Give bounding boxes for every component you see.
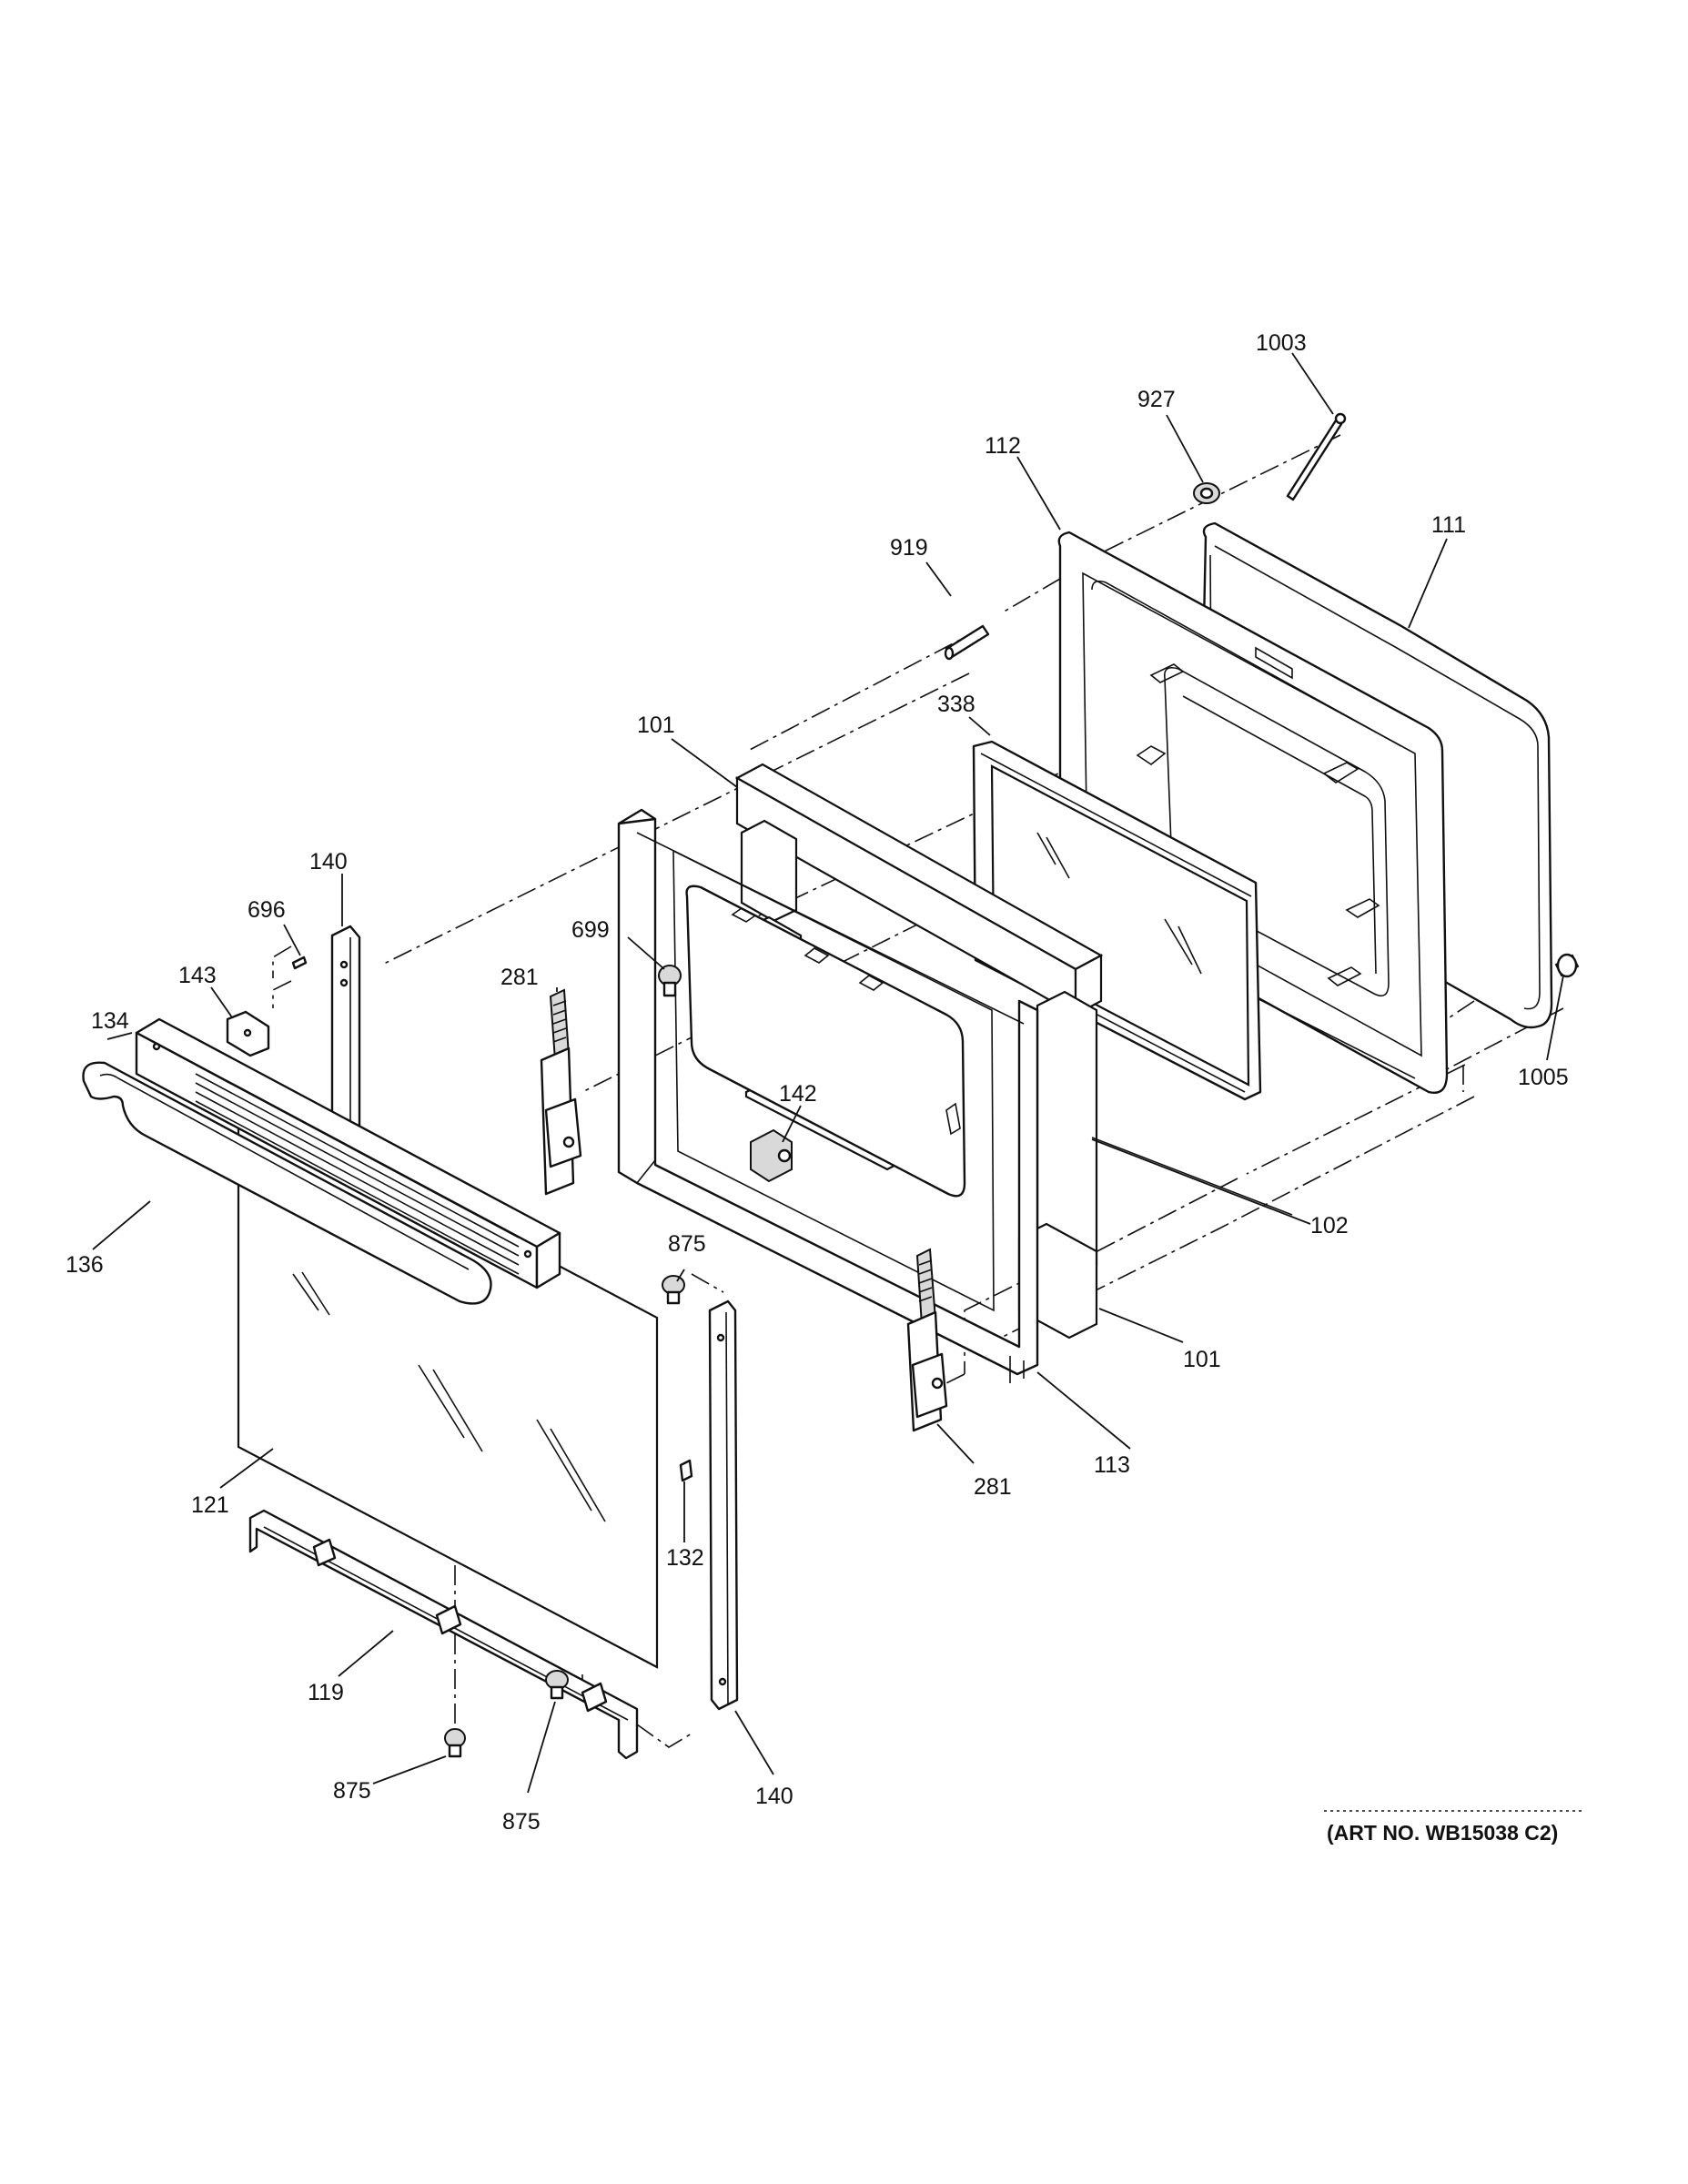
door-frame-113: [617, 808, 1039, 1383]
callout-875-bottom: 875: [502, 1809, 541, 1835]
callout-142: 142: [779, 1081, 817, 1107]
insulation-102: [1091, 1137, 1293, 1216]
bottom-trim-119: [248, 1509, 639, 1760]
callout-875-upper: 875: [668, 1231, 706, 1257]
callout-919: 919: [890, 535, 928, 561]
screw-699: [658, 965, 682, 997]
washer-927: [1193, 482, 1220, 504]
hinge-281-right: [906, 1248, 948, 1432]
callout-121: 121: [191, 1492, 229, 1518]
clip-132: [679, 1459, 693, 1482]
door-handle-136: [82, 1061, 492, 1305]
callout-875-left: 875: [333, 1778, 371, 1804]
callout-1005: 1005: [1518, 1065, 1569, 1090]
side-rail-140-right: [708, 1299, 739, 1711]
bracket-143: [226, 1010, 270, 1057]
callout-281-lower: 281: [974, 1474, 1012, 1500]
callout-labels: 1003 927 112 111 919 338 101 140 696 699…: [66, 330, 1569, 1835]
callout-699: 699: [571, 917, 610, 943]
art-number: (ART NO. WB15038 C2): [1327, 1821, 1558, 1845]
callout-132: 132: [666, 1545, 704, 1571]
callout-143: 143: [178, 963, 217, 988]
callout-134: 134: [91, 1008, 129, 1034]
callout-140-left: 140: [309, 849, 348, 875]
callout-140-right: 140: [755, 1784, 793, 1809]
callout-136: 136: [66, 1252, 104, 1278]
callout-112: 112: [985, 433, 1021, 459]
callout-119: 119: [308, 1680, 344, 1705]
screw-875-lower-left: [444, 1728, 466, 1758]
screw-875-lower-right: [545, 1670, 569, 1700]
screw-1005: [1554, 953, 1580, 978]
pin-919: [944, 624, 990, 661]
inner-glass-338: [972, 740, 1262, 1101]
latch-142: [750, 1128, 793, 1183]
callout-696: 696: [248, 897, 286, 923]
callout-101-top: 101: [637, 713, 675, 738]
callout-338: 338: [937, 692, 975, 717]
callout-113: 113: [1094, 1452, 1130, 1478]
screw-1003: [1286, 412, 1347, 501]
callout-281-upper: 281: [500, 965, 539, 990]
hinge-281-left: [540, 988, 582, 1196]
leader-lines: [92, 352, 1564, 1794]
callout-927: 927: [1137, 387, 1176, 412]
callout-1003: 1003: [1256, 330, 1307, 356]
callout-101-bottom: 101: [1183, 1347, 1221, 1372]
screw-875-upper: [662, 1275, 685, 1305]
callout-111: 111: [1431, 512, 1466, 538]
callout-102: 102: [1310, 1213, 1349, 1239]
vent-trim-134: [135, 1017, 561, 1289]
screw-696: [291, 956, 308, 970]
